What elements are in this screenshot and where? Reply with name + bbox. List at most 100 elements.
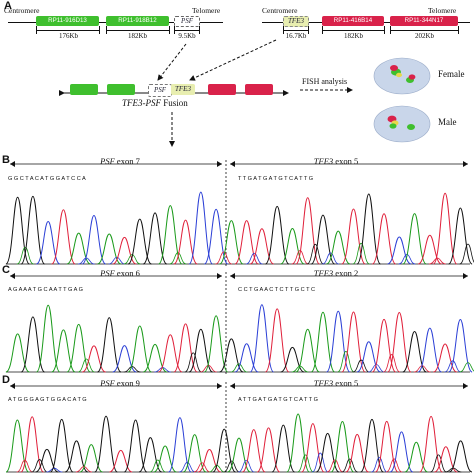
scale-line bbox=[36, 30, 99, 31]
tick bbox=[169, 26, 170, 34]
trace-peak-g bbox=[94, 415, 118, 473]
trace-minor-peak bbox=[31, 459, 48, 473]
trace-peak-t bbox=[112, 236, 137, 265]
clone-rp11-916d13: RP11-916D13 bbox=[36, 16, 99, 26]
trace-minor-peak bbox=[238, 459, 255, 473]
trace-peak-t bbox=[173, 323, 198, 373]
fusion-tfe3-segment: TFE3 bbox=[171, 84, 195, 95]
trace-peak-g bbox=[264, 205, 290, 265]
trace-peak-g bbox=[20, 316, 46, 373]
trace-peak-t bbox=[109, 449, 133, 473]
fish-cells bbox=[373, 57, 431, 143]
trace-peak-g bbox=[127, 218, 153, 265]
size-9-5kb: 9.5Kb bbox=[178, 32, 196, 40]
trace-peak-t bbox=[341, 311, 366, 373]
trace-peak-a bbox=[330, 420, 355, 473]
trace-minor-peak bbox=[245, 252, 263, 265]
trace-peak-g bbox=[448, 207, 473, 265]
fusion-green-clone-2 bbox=[107, 84, 135, 95]
trace-peak-a bbox=[310, 311, 336, 373]
panel-d-seq-left: A T G G G A G T G G A C A T G bbox=[8, 397, 87, 403]
trace-peak-t bbox=[51, 209, 76, 265]
panel-b-left-gene: PSF bbox=[100, 156, 115, 166]
trace-peak-g bbox=[310, 214, 336, 265]
trace-minor-peak bbox=[123, 366, 141, 373]
panel-c-chromatogram bbox=[5, 272, 474, 374]
trace-peak-a bbox=[326, 230, 351, 265]
trace-peak-a bbox=[66, 323, 91, 373]
trace-peak-g bbox=[20, 195, 46, 265]
left-telomere-label: Telomere bbox=[192, 6, 221, 15]
panel-b-left-exon-num: exon 7 bbox=[114, 156, 140, 166]
trace-minor-peak bbox=[306, 243, 324, 265]
trace-minor-peak bbox=[230, 363, 248, 373]
scale-line bbox=[390, 30, 458, 31]
female-label: Female bbox=[438, 69, 465, 79]
trace-minor-peak bbox=[297, 454, 314, 473]
arrowhead bbox=[463, 161, 468, 167]
trace-peak-t bbox=[20, 416, 45, 473]
trace-peak-c bbox=[35, 221, 61, 265]
trace-minor-peak bbox=[352, 359, 370, 373]
scale-line bbox=[174, 30, 199, 31]
trace-peak-t bbox=[249, 228, 274, 265]
male-label: Male bbox=[438, 117, 457, 127]
tick bbox=[458, 26, 459, 34]
trace-peak-g bbox=[138, 437, 162, 473]
panel-b-left-exon: PSF exon 7 bbox=[20, 156, 220, 166]
trace-peak-t bbox=[371, 213, 397, 265]
arrowhead bbox=[230, 273, 235, 279]
arrowhead bbox=[217, 273, 222, 279]
trace-peak-a bbox=[35, 304, 61, 373]
panel-c-right-exon-num: exon 2 bbox=[333, 268, 359, 278]
panel-b-right-exon: TFE3 exon 5 bbox=[236, 156, 436, 166]
arrowhead bbox=[10, 161, 15, 167]
arrowhead bbox=[463, 273, 468, 279]
trace-minor-peak bbox=[459, 362, 474, 373]
fusion-caption-rest: Fusion bbox=[161, 98, 188, 108]
female-cell bbox=[373, 57, 431, 95]
trace-peak-t bbox=[345, 433, 369, 473]
panel-d-chromatogram bbox=[5, 382, 473, 474]
size-182kb: 182Kb bbox=[127, 32, 148, 40]
panel-d-label: D bbox=[2, 374, 10, 386]
trace-peak-c bbox=[188, 191, 214, 265]
trace-minor-peak bbox=[429, 257, 446, 265]
trace-peak-a bbox=[227, 437, 251, 473]
left-centromere-label: Centromere bbox=[4, 6, 40, 15]
scale-line bbox=[283, 30, 308, 31]
trace-minor-peak bbox=[77, 358, 95, 373]
fusion-caption: TFE3-PSF Fusion bbox=[122, 98, 188, 108]
fusion-green-clone-1 bbox=[70, 84, 98, 95]
trace-peak-t bbox=[371, 318, 397, 373]
trace-minor-peak bbox=[385, 458, 403, 473]
trace-peak-g bbox=[448, 440, 473, 473]
trace-peak-t bbox=[295, 197, 320, 265]
scale-line bbox=[322, 30, 384, 31]
trace-peak-a bbox=[5, 333, 30, 373]
arrowhead bbox=[217, 161, 222, 167]
size-202kb: 202Kb bbox=[414, 32, 435, 40]
arrowhead bbox=[230, 383, 235, 389]
panel-a-label: A bbox=[4, 0, 12, 12]
trace-minor-peak bbox=[108, 256, 126, 265]
scale-line bbox=[106, 30, 169, 31]
trace-minor-peak bbox=[179, 461, 196, 473]
trace-minor-peak bbox=[16, 246, 34, 265]
panel-b-seq-right: T T G A T G A T G T C A T T G bbox=[238, 176, 314, 182]
arrowhead bbox=[10, 273, 15, 279]
tick bbox=[199, 26, 200, 34]
trace-peak-g bbox=[271, 424, 296, 473]
arrowhead bbox=[217, 383, 222, 389]
trace-peak-g bbox=[402, 330, 427, 373]
panel-d-left-exon-num: exon 9 bbox=[114, 378, 140, 388]
panel-b-right-exon-num: exon 5 bbox=[333, 156, 359, 166]
trace-peak-g bbox=[123, 419, 148, 473]
trace-peak-g bbox=[64, 440, 89, 473]
tick bbox=[308, 26, 309, 34]
trace-peak-a bbox=[127, 325, 153, 373]
clone-tfe3: TFE3 bbox=[283, 16, 309, 27]
fusion-caption-italic: TFE3-PSF bbox=[122, 98, 161, 108]
panel-d-seq-right: A T T G A T G A T G T C A T T G bbox=[238, 397, 319, 403]
